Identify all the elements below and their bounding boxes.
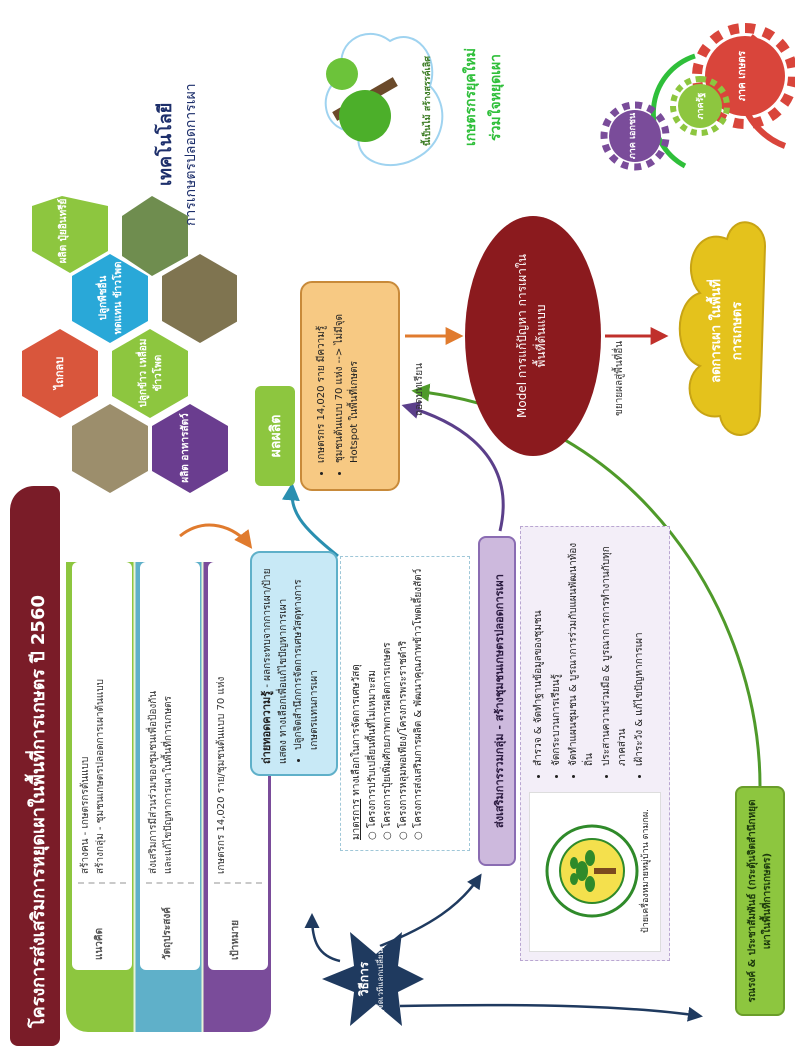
- arrow-hex-to-knowledge: [179, 523, 253, 549]
- hex-photo-3: [122, 196, 188, 276]
- knowledge-bullet: ปลูกจิตสำนึกการจัดการเศษวัสดุทางการเกษตร…: [291, 563, 322, 750]
- gear-agri: [692, 23, 795, 129]
- tech-subtitle: การเกษตรปลอดการเผา: [183, 83, 199, 226]
- village-logo: [545, 824, 639, 918]
- gear-label: ภาครัฐ: [696, 92, 706, 120]
- arrow-label-expand: ขยายผลสู่พื้นที่อื่น: [614, 340, 625, 416]
- arrow-star-to-knowledge: [304, 913, 341, 963]
- knowledge-title: ถ่ายทอดความรู้: [260, 690, 273, 764]
- gears-illustration: [600, 23, 795, 171]
- arrow-label-learn: ถอดบทเรียน: [414, 363, 425, 416]
- knowledge-box: ถ่ายทอดความรู้ - ผลกระทบจากการเผา/ป้ายแส…: [250, 551, 338, 776]
- arrow-knowledge-to-output: [281, 482, 339, 558]
- arrow-star-to-pr: [399, 1003, 703, 1022]
- model-oval: Model การแก้ปัญหา การเผาในพื้นที่ต้นแบบ: [465, 216, 601, 456]
- gear-private: [600, 101, 670, 171]
- tech-title: เทคโนโลยี: [155, 102, 176, 186]
- outcome-cloud-shape: [678, 221, 767, 436]
- pr-box: รณรงค์ & ประชาสัมพันธ์ (กระตุ้นจิตสำนึกห…: [735, 786, 785, 1016]
- tech-hexagons: [22, 196, 237, 493]
- gear-label: ภาค เอกชน: [628, 112, 638, 160]
- options-item: ○ โครงการส่งเสริมการผลิต & พัฒนาคุณภาพข้…: [413, 568, 424, 840]
- hex-intercrop: [112, 329, 188, 418]
- outcome-cloud: ลดการเผา ในพื้นที่การเกษตร: [709, 279, 745, 383]
- community-item: จัดกระบวนการเรียนรู้: [549, 540, 565, 766]
- hex-label: ผลิต ปุ๋ยอินทรีย์: [58, 198, 69, 264]
- options-title: มาตรการ: [351, 798, 362, 840]
- community-item: สำรวจ & จัดทำฐานข้อมูลของชุมชน: [531, 540, 547, 766]
- tree-illustration: [324, 32, 444, 166]
- options-item: ○ โครงการหลุมพอเพียง/โครงการพระราชดำริ: [397, 640, 409, 840]
- hex-animal-feed: [152, 404, 228, 493]
- community-box: ป้ายเครื่องหมายหมู่บ้าน ตามกผ. สำรวจ & จ…: [520, 526, 670, 961]
- options-box: มาตรการ ทางเลือกในการจัดการเศษวัสดุ ○ โค…: [340, 556, 470, 851]
- options-item: ○ โครงการปุ๋ยเพิ่มศักยภาพการผลิตการเกษตร: [382, 642, 393, 840]
- options-title-rest: ทางเลือกในการจัดการเศษวัสดุ: [351, 664, 362, 796]
- method-star: [322, 932, 424, 1026]
- slogan-line-1: เกษตรกรยุคใหม่: [463, 48, 479, 146]
- method-star-subtitle: (จัดเวทีแลกเปลี่ยน): [376, 945, 385, 1013]
- hex-label: ไถกลบ: [53, 356, 66, 390]
- arrow-community-to-output: [401, 401, 505, 532]
- community-logo-card: ป้ายเครื่องหมายหมู่บ้าน ตามกผ.: [529, 792, 661, 952]
- hex-label: ปลูกพืชอื่น ทดแทน ข้าวโพด: [98, 261, 124, 335]
- slogan-line-2: ร่วมใจหยุดเผา: [488, 53, 504, 141]
- method-star-title: วิธีการ: [357, 961, 371, 997]
- output-scroll: เกษตรกร 14,020 ราย มีความรู้ ชุมชนต้นแบบ…: [300, 281, 400, 491]
- options-item: ○ โครงการปรับเปลี่ยนพื้นที่ไม่เหมาะสม: [366, 670, 378, 840]
- gear-label: ภาค เกษตร: [737, 50, 748, 102]
- logo-caption: ป้ายเครื่องหมายหมู่บ้าน ตามกผ.: [641, 808, 652, 934]
- community-item: เฝ้าระวัง & แก้ไขปัญหาการเผา: [632, 540, 648, 766]
- output-item: เกษตรกร 14,020 ราย มีความรู้: [314, 295, 330, 463]
- gear-government: [670, 76, 730, 136]
- hex-label: ปลูกข้าว เหลื่อม ข้าวโพด: [138, 338, 164, 408]
- community-item: ประสานความร่วมมือ & บูรณาการการทำงานกับท…: [599, 540, 630, 766]
- output-tab: ผลผลิต: [255, 386, 295, 486]
- hex-label: ผลิต อาหารสัตว์: [180, 413, 191, 483]
- hex-photo-2: [162, 254, 237, 343]
- hex-fertilizer: [32, 196, 108, 273]
- hex-photo-1: [72, 404, 148, 493]
- hex-plow: [22, 329, 98, 418]
- hex-replace-crop: [72, 254, 148, 343]
- community-item: จัดทำแผนชุมชน & บูรณาการร่วมกับแผนพัฒนาท…: [566, 540, 597, 766]
- output-item: ชุมชนต้นแบบ 70 แห่ง --> ไม่มีจุด Hotspot…: [332, 295, 363, 463]
- community-title: ส่งเสริมการรวมกลุ่ม - สร้างชุมชนเกษตรปลอ…: [478, 536, 516, 866]
- tree-caption: นี้เป็นไม้ สร้างสรรค์เลิศ: [423, 56, 433, 146]
